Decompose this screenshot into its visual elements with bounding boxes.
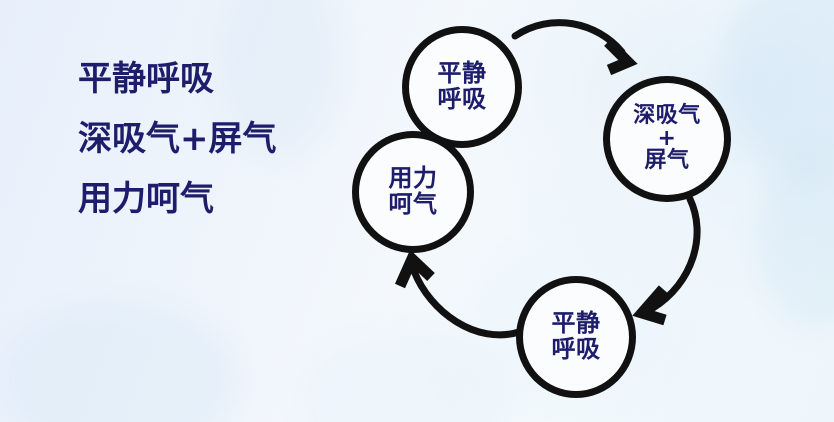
cycle-node-right[interactable]: 深吸气 + 屏气 — [603, 76, 731, 202]
caption-line-2: 深吸气+屏气 — [78, 119, 277, 159]
cycle-node-right-line-3: 屏气 — [644, 148, 690, 174]
cycle-node-top-line-2: 呼吸 — [437, 85, 487, 113]
arrow-bottom-to-left — [394, 249, 523, 339]
caption-line-1: 平静呼吸 — [78, 59, 214, 99]
cycle-node-left[interactable]: 用力 呵气 — [352, 131, 474, 253]
cycle-node-right-line-2: + — [657, 125, 677, 151]
caption-text-block: 平静呼吸 深吸气+屏气 用力呵气 — [78, 62, 368, 216]
cycle-node-bottom-line-2: 呼吸 — [551, 335, 601, 363]
arrow-right-to-bottom — [632, 195, 701, 326]
cycle-node-top[interactable]: 平静 呼吸 — [402, 26, 522, 148]
arrow-top-to-right — [511, 19, 638, 76]
cycle-node-left-line-1: 用力 — [388, 164, 438, 193]
cycle-node-right-line-1: 深吸气 — [633, 102, 701, 128]
cycle-node-top-line-1: 平静 — [437, 59, 487, 88]
cycle-node-bottom[interactable]: 平静 呼吸 — [516, 276, 636, 398]
cycle-node-bottom-line-1: 平静 — [551, 309, 601, 338]
caption-line-3: 用力呵气 — [78, 179, 214, 219]
cycle-node-left-line-2: 呵气 — [388, 190, 438, 218]
